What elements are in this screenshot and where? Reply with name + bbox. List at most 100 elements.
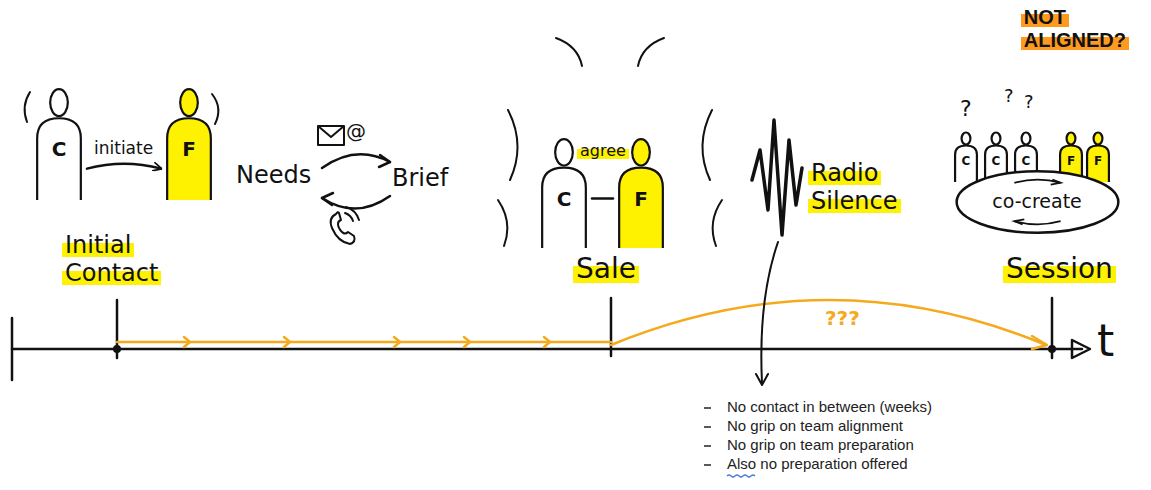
milestone-label: Sale: [573, 252, 639, 285]
question-mark: ?: [1004, 85, 1014, 106]
exchange-label: Needs: [236, 161, 311, 189]
bullet-note: No grip on team preparation: [727, 436, 914, 453]
question-mark: ?: [960, 96, 972, 121]
role-letter: F: [1085, 155, 1111, 169]
time-axis: [1072, 340, 1090, 358]
axis-label-box: t: [1097, 316, 1114, 367]
cycle-arrows: [379, 155, 390, 167]
celebration-burst: [498, 38, 722, 246]
celebration-burst: [702, 110, 712, 180]
time-axis: [11, 318, 14, 380]
bullet-note-box: Also no preparation offered: [727, 455, 908, 472]
envelope-icon: [318, 126, 344, 145]
progress-arrows: [184, 337, 190, 347]
edge-label: initiate: [94, 138, 153, 158]
progress-arrows: [1032, 336, 1047, 349]
bullet-dash: [704, 464, 711, 466]
question-mark-box: ?: [1024, 92, 1034, 113]
progress-arrows: [284, 337, 290, 347]
table-outline: [1014, 219, 1024, 224]
time-axis: [610, 298, 613, 356]
bullet-dash: [704, 426, 711, 428]
role-letter: C: [538, 188, 590, 211]
bullet-note: No contact in between (weeks): [727, 398, 932, 415]
milestone-label: Session: [1003, 252, 1116, 285]
unknown-marker: ???: [825, 306, 860, 330]
milestone-dot: [1048, 345, 1056, 353]
milestone-label-box: Initial Contact: [62, 232, 161, 287]
envelope-icon: [318, 126, 344, 145]
phase-label-box: Radio Silence: [808, 160, 901, 215]
milestone-dot: [113, 345, 1056, 353]
figure-outline: [632, 139, 650, 165]
axis-label: t: [1097, 315, 1114, 366]
bullet-dash: [704, 407, 711, 409]
raised-arms: [212, 94, 218, 124]
question-mark-box: ?: [1004, 86, 1014, 107]
bullet-dash: [704, 445, 711, 447]
bullet-note: Also no preparation offered: [727, 455, 908, 472]
phone-icon: [331, 207, 359, 244]
celebration-burst: [508, 110, 518, 180]
figure-outline: [555, 139, 573, 165]
figure-outline: [1022, 133, 1031, 145]
connector: [87, 164, 161, 169]
progress-arrows: [117, 300, 1047, 349]
cycle-arrows: [322, 154, 390, 208]
question-mark-box: ?: [960, 96, 972, 121]
progress-arrows: [394, 337, 400, 347]
milestone-label: Initial Contact: [62, 231, 161, 287]
progress-arrows: [464, 337, 470, 347]
leader-arrow: [756, 374, 768, 385]
spellcheck-squiggle: [727, 475, 755, 477]
role-letter: C: [33, 138, 85, 161]
bullet-note: No grip on team alignment: [727, 417, 903, 434]
leader-arrow: [756, 242, 778, 385]
exchange-label-box: Needs: [236, 162, 311, 190]
person-figure: F: [163, 88, 215, 200]
cycle-arrows: [322, 196, 390, 209]
progress-arrows: [611, 300, 1046, 345]
person-figure: C: [33, 88, 85, 200]
celebration-burst: [556, 38, 582, 66]
role-letter: C: [983, 155, 1009, 169]
phone-icon: [331, 212, 355, 244]
figure-outline: [1067, 133, 1076, 145]
email-symbol-box: @: [346, 120, 366, 143]
table-outline: [1050, 180, 1060, 185]
question-mark: ?: [1024, 91, 1034, 112]
phone-icon: [345, 213, 353, 221]
figure-outline: [992, 133, 1001, 145]
celebration-burst: [713, 200, 722, 246]
radio-wave: [752, 120, 802, 235]
leader-arrow: [761, 242, 778, 383]
progress-arrows: [544, 337, 550, 347]
exchange-label: Brief: [392, 164, 448, 192]
exchange-label-box: Brief: [392, 165, 448, 193]
role-letter: F: [1058, 155, 1084, 169]
person-figure: F: [1085, 132, 1111, 182]
radio-wave: [752, 120, 802, 235]
bullet-note-box: No grip on team preparation: [727, 436, 914, 453]
bullet-note-box: No grip on team alignment: [727, 417, 903, 434]
person-figure: C: [953, 132, 979, 182]
edge-label: agree: [577, 141, 629, 160]
figure-outline: [1094, 133, 1103, 145]
alert-note-box: NOT ALIGNED?: [1021, 6, 1129, 52]
raised-arms: [25, 92, 30, 122]
connector: [592, 197, 613, 200]
edge-label-box: initiate: [94, 139, 153, 159]
figure-outline: [962, 133, 971, 145]
role-letter: F: [163, 138, 215, 161]
alert-note: NOT ALIGNED?: [1021, 6, 1129, 51]
role-letter: C: [1013, 155, 1039, 169]
milestone-dot: [113, 345, 121, 353]
bullet-note-box: No contact in between (weeks): [727, 398, 932, 415]
role-letter: C: [953, 155, 979, 169]
table-ellipse: co-create: [955, 170, 1120, 234]
cycle-arrows: [322, 154, 390, 168]
milestone-label-box: Sale: [573, 253, 639, 285]
time-axis: [12, 298, 1090, 380]
time-axis: [12, 348, 1082, 351]
envelope-icon: [318, 126, 344, 137]
